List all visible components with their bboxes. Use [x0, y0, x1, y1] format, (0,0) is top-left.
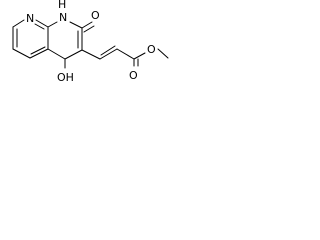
pyridine-ring [12, 19, 49, 59]
bond [157, 48, 169, 59]
atom-label-n-amide: N [59, 11, 67, 24]
chemical-structure-diagram: N H N O OH O O [12, 0, 169, 84]
bond [47, 21, 58, 28]
bond [12, 19, 25, 28]
bond [81, 49, 101, 60]
keto-group [81, 21, 95, 33]
bond [12, 48, 31, 59]
bond-double-inner [83, 25, 95, 33]
bond [133, 52, 146, 60]
bond-double-inner [30, 46, 46, 55]
bond [81, 21, 93, 29]
pyridinone-ring [47, 21, 83, 60]
bond [47, 48, 66, 60]
bond [116, 48, 135, 60]
bond [29, 48, 49, 59]
atom-label-n-ring: N [26, 12, 34, 25]
bond [35, 19, 49, 28]
bond [99, 48, 118, 60]
bond [69, 21, 83, 29]
atom-label-o-keto: O [91, 9, 100, 22]
atom-label-o-ester-ether: O [147, 43, 156, 56]
bond-double-inner [34, 23, 45, 30]
atom-label-nh-h: H [58, 0, 66, 11]
bond [64, 49, 83, 60]
bond-double-inner [100, 45, 116, 56]
atom-label-hydroxyl: OH [57, 71, 74, 84]
acrylate-chain [81, 45, 169, 67]
atom-label-o-ester-carbonyl: O [129, 69, 138, 82]
